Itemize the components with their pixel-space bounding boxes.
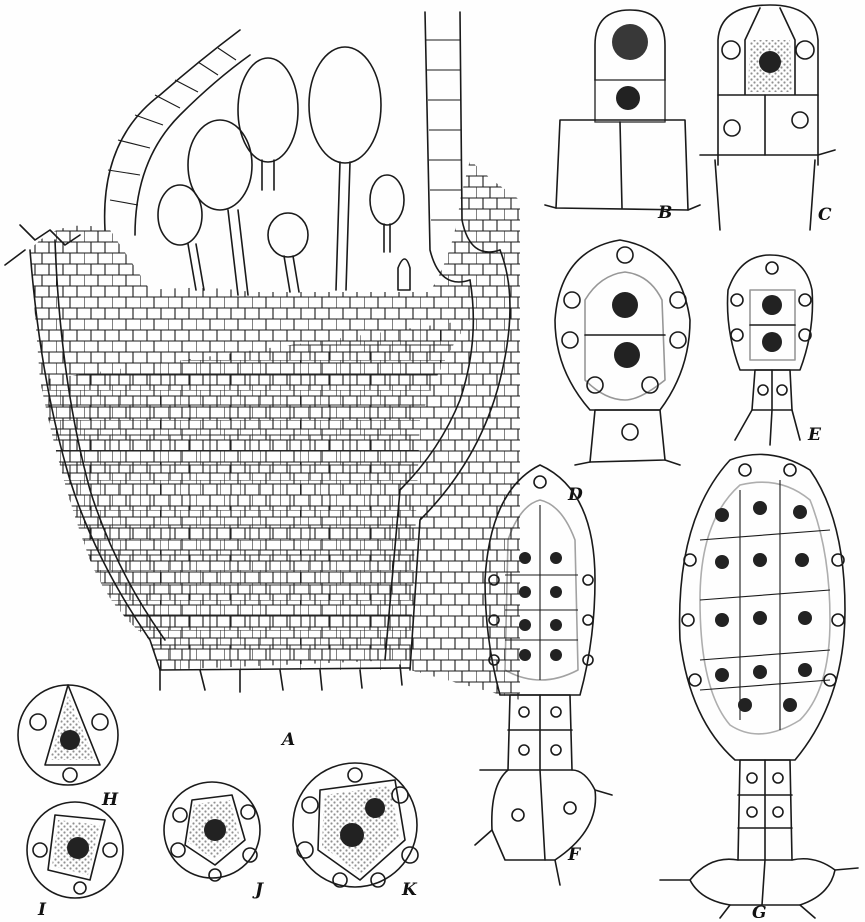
figure-i-cells [27, 802, 123, 898]
figure-e-cells [728, 255, 813, 445]
figure-b-cells [545, 10, 700, 210]
label-j: J [252, 880, 264, 900]
figure-d-cells [555, 240, 690, 465]
figure-h-cells [18, 685, 118, 785]
label-e: E [807, 425, 822, 445]
label-b: B [657, 203, 672, 223]
label-h: H [101, 790, 119, 810]
label-c: C [818, 205, 832, 225]
label-g: G [752, 903, 767, 922]
figure-k-cells [293, 763, 418, 887]
figure-c-cells [700, 5, 835, 230]
figure-g-cells [660, 454, 858, 918]
figure-a-receptacle [5, 12, 520, 700]
label-k: K [401, 880, 418, 900]
label-f: F [567, 845, 582, 865]
label-i: I [37, 900, 47, 920]
figure-j-cells [164, 782, 260, 881]
label-a: A [280, 730, 295, 750]
